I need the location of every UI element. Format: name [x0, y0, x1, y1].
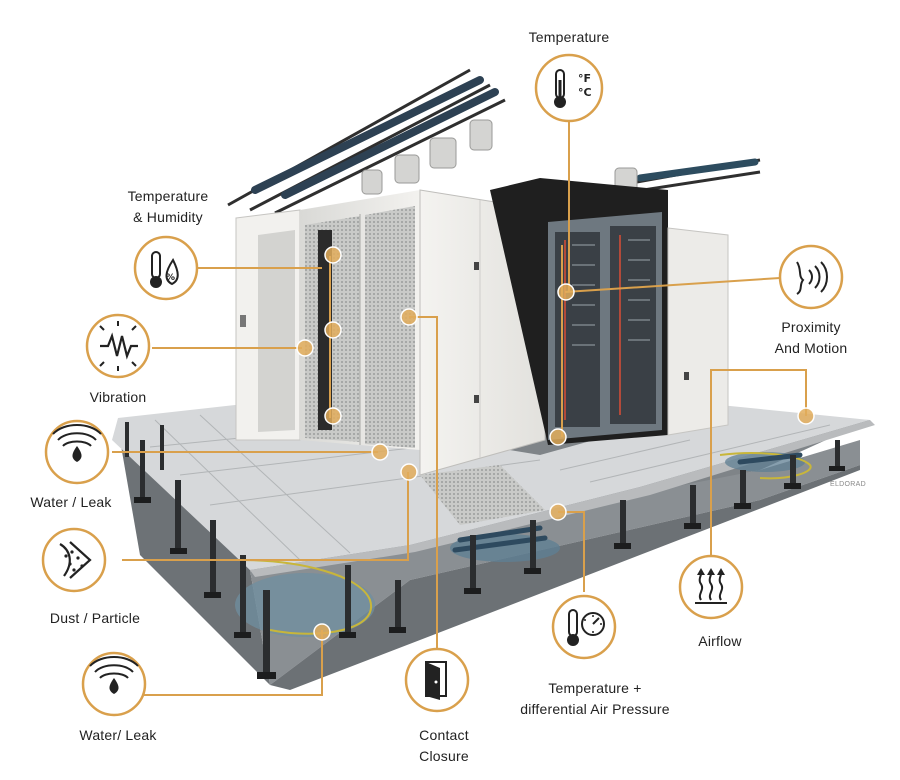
- percent-text: %: [166, 273, 175, 283]
- vibration-sensor-icon: [85, 313, 151, 379]
- rack-pod-right: [490, 178, 729, 445]
- temperature-pressure-sensor-icon: [551, 594, 617, 660]
- label-water-leak-1-text: Water / Leak: [30, 494, 112, 510]
- label-water-leak-2-text: Water/ Leak: [79, 727, 157, 743]
- label-temperature-pressure-line2: differential Air Pressure: [520, 701, 670, 717]
- label-contact-closure: Contact Closure: [394, 725, 494, 767]
- label-temperature-pressure-line1: Temperature +: [548, 680, 642, 696]
- airflow-sensor-icon: [678, 554, 744, 620]
- watermark: ELDORAD: [830, 481, 866, 488]
- sensor-points: [296, 246, 815, 641]
- label-proximity-motion-line1: Proximity: [781, 319, 841, 335]
- rack-pod-left: [235, 189, 546, 476]
- overhead-cable-trays: [227, 68, 761, 215]
- label-proximity-motion-line2: And Motion: [774, 340, 848, 356]
- label-temperature-humidity-line2: & Humidity: [133, 209, 203, 225]
- label-temperature-text: Temperature: [528, 29, 610, 45]
- dust-particle-sensor-icon: [41, 527, 107, 593]
- label-temperature-pressure: Temperature + differential Air Pressure: [500, 678, 690, 720]
- temperature-sensor-icon: °F °C: [534, 53, 604, 123]
- label-temperature-humidity: Temperature & Humidity: [108, 186, 228, 228]
- label-proximity-motion: Proximity And Motion: [756, 317, 866, 359]
- label-temperature-humidity-line1: Temperature: [127, 188, 209, 204]
- label-contact-closure-line2: Closure: [419, 748, 469, 764]
- label-dust-particle-text: Dust / Particle: [49, 610, 141, 626]
- water-leak-sensor-icon: [44, 419, 110, 485]
- label-vibration-text: Vibration: [89, 389, 147, 405]
- raised-floor: [112, 405, 875, 690]
- label-contact-closure-line1: Contact: [419, 727, 469, 743]
- label-temperature: Temperature: [509, 27, 629, 48]
- proximity-motion-sensor-icon: [778, 244, 844, 310]
- label-vibration: Vibration: [68, 387, 168, 408]
- label-airflow-text: Airflow: [698, 633, 742, 649]
- label-water-leak-1: Water / Leak: [11, 492, 131, 513]
- water-leak-sensor-icon-2: [81, 651, 147, 717]
- label-dust-particle: Dust / Particle: [30, 608, 160, 629]
- label-airflow: Airflow: [670, 631, 770, 652]
- sensor-connector-lines: [112, 112, 807, 696]
- temperature-humidity-sensor-icon: %: [133, 235, 199, 301]
- contact-closure-sensor-icon: [404, 647, 470, 713]
- label-water-leak-2: Water/ Leak: [58, 725, 178, 746]
- fahrenheit-text: °F: [578, 72, 591, 85]
- celsius-text: °C: [578, 86, 592, 99]
